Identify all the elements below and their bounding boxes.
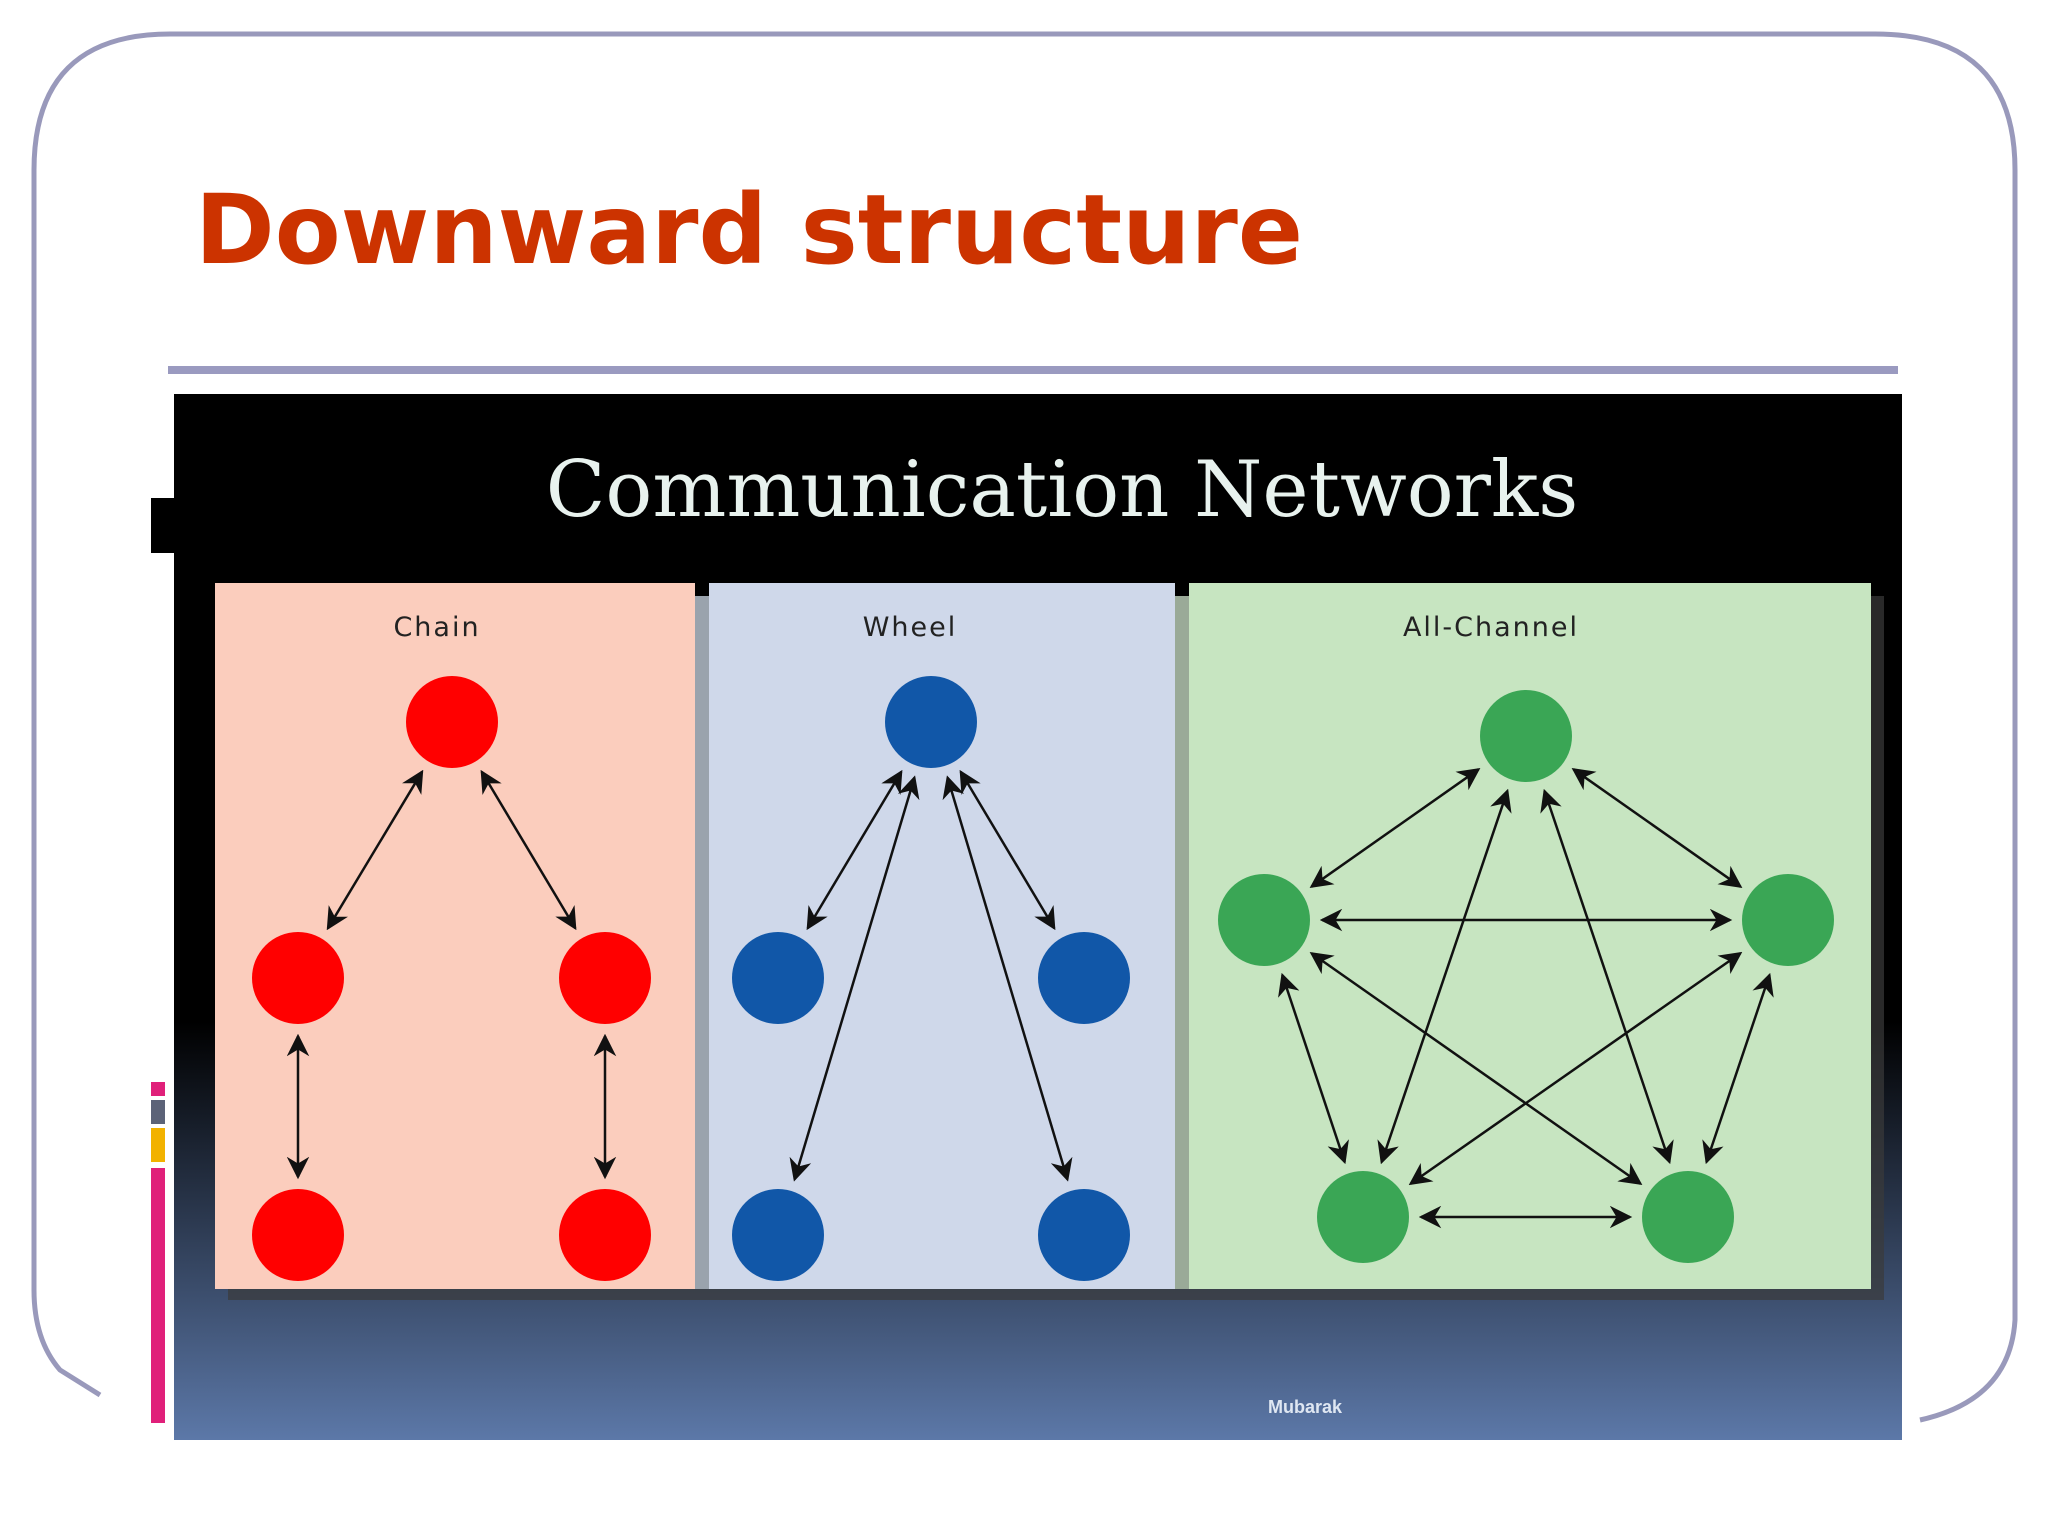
- wheel-link-hub-bottom-right: [942, 775, 1073, 1182]
- wheel-panel: Wheel: [709, 583, 1189, 1289]
- chain-link-top-mid-left: [326, 769, 424, 931]
- title-divider: [168, 366, 1898, 374]
- all-channel-node-right: [1742, 874, 1834, 966]
- chain-label: Chain: [393, 612, 480, 643]
- wheel-node-bottom-right: [1038, 1189, 1130, 1281]
- all-channel-link-right-bottom-right: [1702, 972, 1774, 1165]
- all-channel-node-left: [1218, 874, 1310, 966]
- image-footer: Mubarak: [1268, 1397, 1343, 1417]
- all-channel-node-top: [1480, 690, 1572, 782]
- accent-bars: [151, 1082, 165, 1423]
- image-title: Communication Networks: [546, 445, 1579, 535]
- chain-node-top: [406, 676, 498, 768]
- wheel-node-mid-left: [732, 932, 824, 1024]
- wheel-node-hub: [885, 676, 977, 768]
- all-channel-node-bottom-right: [1642, 1171, 1734, 1263]
- chain-node-bottom-left: [252, 1189, 344, 1281]
- chain-node-mid-right: [559, 932, 651, 1024]
- slide-title: Downward structure: [195, 174, 1303, 286]
- network-image: Communication Networks Chain Wheel All-C…: [151, 394, 1902, 1440]
- wheel-label: Wheel: [863, 612, 958, 643]
- all-channel-node-bottom-left: [1317, 1171, 1409, 1263]
- chain-node-bottom-right: [559, 1189, 651, 1281]
- wheel-node-bottom-left: [732, 1189, 824, 1281]
- chain-panel: Chain: [215, 583, 709, 1289]
- chain-link-top-mid-right: [480, 769, 577, 931]
- all-channel-link-right-bottom-left: [1408, 951, 1743, 1186]
- chain-node-mid-left: [252, 932, 344, 1024]
- wheel-node-mid-right: [1038, 932, 1130, 1024]
- wheel-link-hub-bottom-left: [789, 775, 920, 1182]
- all-channel-panel: All-Channel: [1189, 583, 1871, 1289]
- slide-frame: [31, 31, 2018, 1423]
- all-channel-label: All-Channel: [1403, 612, 1579, 643]
